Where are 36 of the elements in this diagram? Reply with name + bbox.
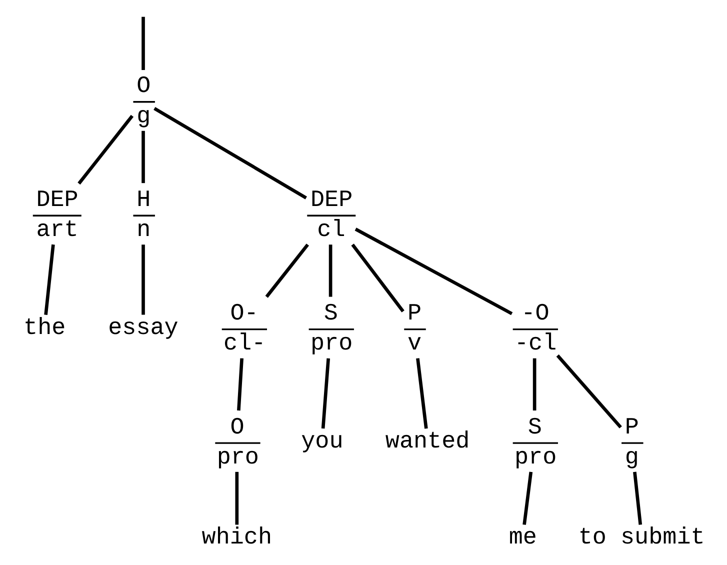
connector <box>556 354 622 428</box>
connector <box>153 107 306 200</box>
node-text: which <box>201 526 272 552</box>
node-text: P g <box>624 415 638 472</box>
connector <box>354 228 512 316</box>
node-text: the <box>23 316 66 342</box>
node-text: to submit <box>578 526 704 552</box>
node-text: O pro <box>216 415 258 472</box>
node-text: DEP art <box>36 188 78 244</box>
node-text: S pro <box>310 302 352 358</box>
connector <box>532 358 536 411</box>
connector <box>632 472 642 525</box>
node-text: H n <box>136 188 150 244</box>
connector <box>350 244 404 312</box>
connector <box>416 358 428 429</box>
node-text: me <box>508 526 536 552</box>
connector <box>328 244 332 297</box>
connector <box>141 16 144 70</box>
connector <box>234 472 238 525</box>
node-text: essay <box>108 316 178 342</box>
connector <box>264 244 309 298</box>
node-text: DEP cl <box>310 188 352 244</box>
connector <box>141 244 144 315</box>
node-text: O- cl- <box>223 302 266 358</box>
node-text: S pro <box>514 415 556 472</box>
connector <box>236 358 243 411</box>
connector <box>44 244 54 315</box>
connector <box>141 130 144 184</box>
node-text: -O -cl <box>514 302 556 358</box>
node-text: P v <box>406 302 422 358</box>
node-text: you <box>300 430 343 456</box>
connector <box>320 358 330 429</box>
node-text: wanted <box>384 430 470 456</box>
connector <box>77 114 134 185</box>
node-text: O g <box>136 74 150 130</box>
connector <box>522 472 532 525</box>
